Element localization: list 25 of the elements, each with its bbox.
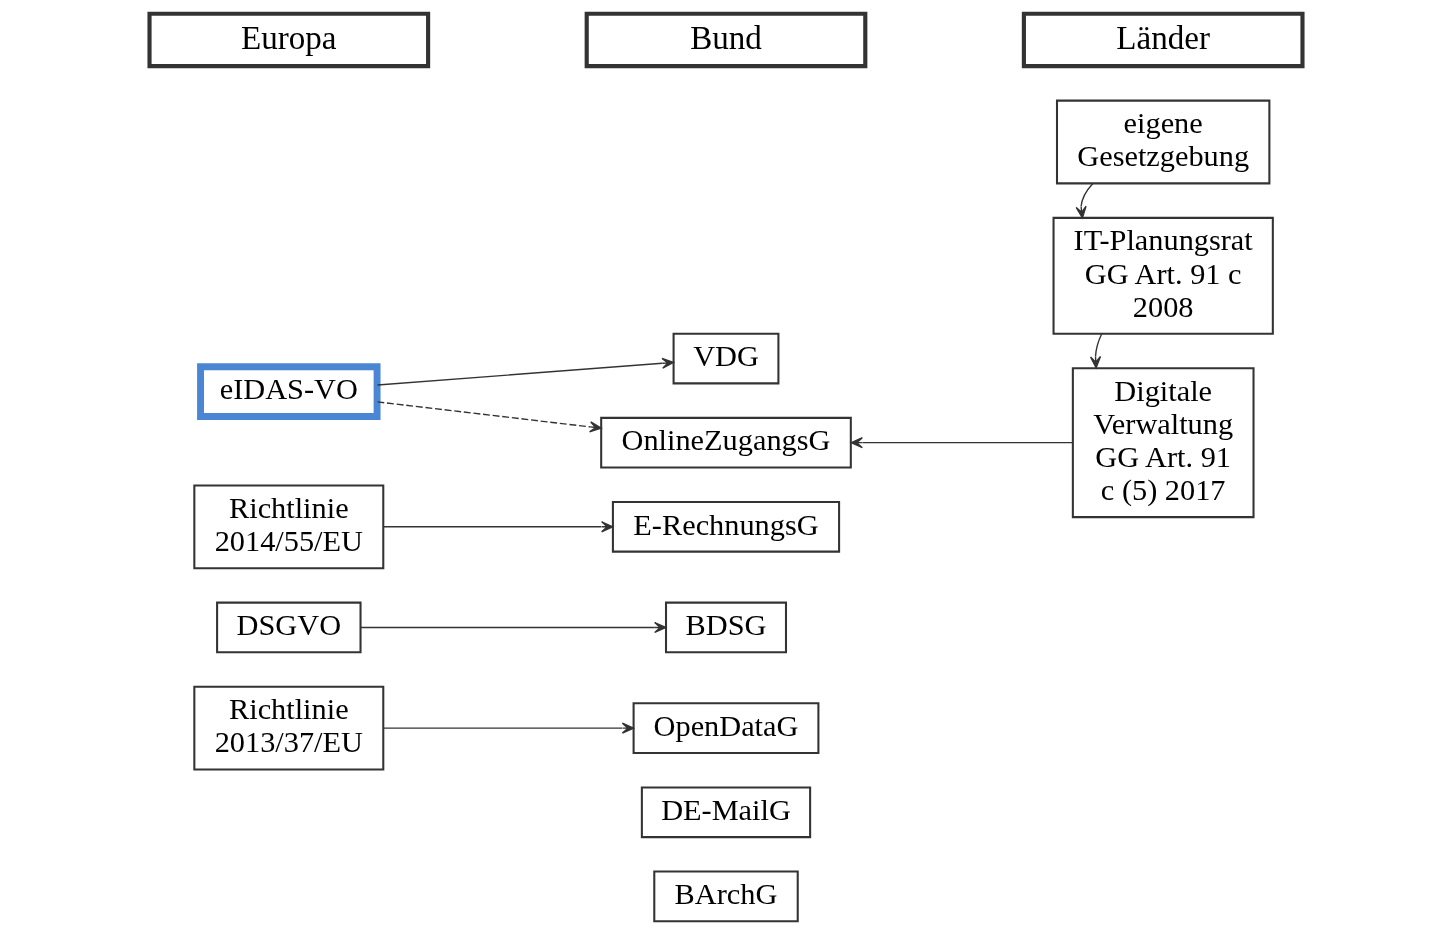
node-box: eigene Gesetzgebung (1055, 99, 1271, 185)
arrow (1075, 182, 1094, 219)
node-box: VDG (672, 332, 780, 385)
node-box: BDSG (664, 601, 788, 654)
arrow (360, 621, 667, 634)
node-box: Digitale Verwaltung GG Art. 91 c (5) 2017 (1071, 367, 1255, 519)
node-box: Bund (584, 11, 868, 69)
arrow (376, 357, 675, 386)
node-box: IT-Planungsrat GG Art. 91 c 2008 (1052, 216, 1274, 335)
node-box: Europa (147, 11, 431, 69)
arrow (382, 521, 614, 533)
node-box: E-RechnungsG (611, 500, 841, 553)
node-box: Richtlinie 2013/37/EU (193, 685, 385, 771)
arrow (850, 437, 1073, 449)
node-box: DSGVO (216, 601, 362, 654)
node-box: OpenDataG (632, 702, 820, 754)
arrow (382, 722, 635, 734)
node-box: OnlineZugangsG (600, 416, 852, 469)
arrow (376, 401, 602, 433)
node-box: Richtlinie 2014/55/EU (193, 484, 385, 570)
node-box: DE-MailG (640, 786, 812, 839)
node-box: Länder (1021, 11, 1305, 69)
node-box: eIDAS-VO (197, 363, 381, 420)
node-box: BArchG (653, 870, 799, 923)
arrow (1089, 333, 1103, 369)
